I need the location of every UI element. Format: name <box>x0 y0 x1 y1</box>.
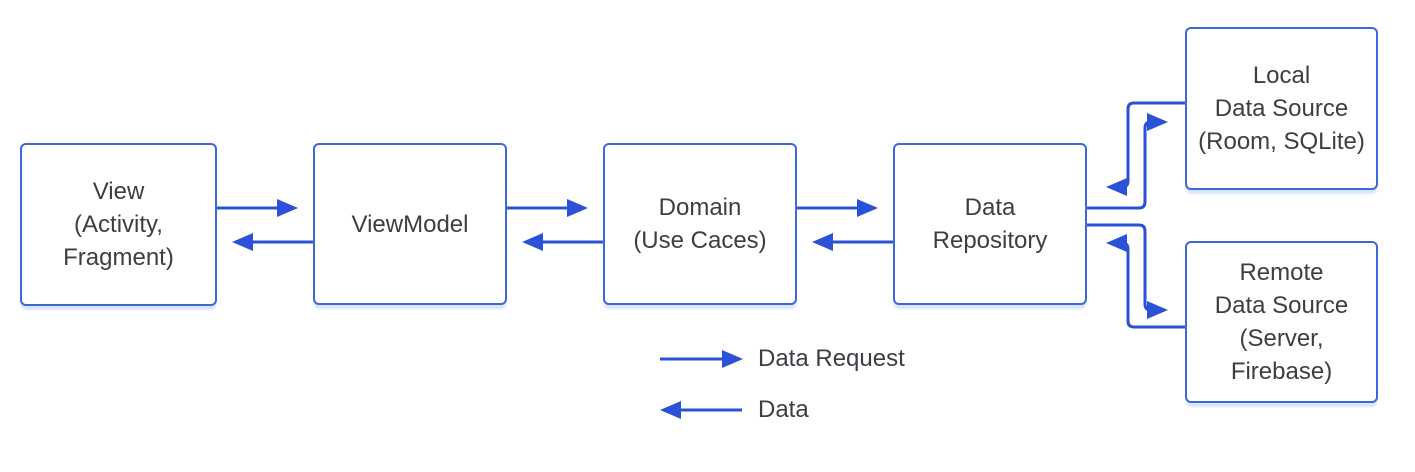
legend-request-label: Data Request <box>758 345 905 372</box>
node-domain: Domain (Use Caces) <box>603 143 797 305</box>
arrow-local-to-repository-data <box>1106 101 1185 196</box>
legend-data-label: Data <box>758 396 809 423</box>
arrow-remote-to-repository-data <box>1106 234 1185 329</box>
legend-data-arrow <box>660 401 742 419</box>
arrow-domain-to-repository-request <box>797 199 878 217</box>
arrow-domain-to-viewmodel-data <box>522 233 603 251</box>
node-viewmodel: ViewModel <box>313 143 507 305</box>
node-domain-label: Domain (Use Caces) <box>633 194 767 254</box>
node-data-repository-label: Data Repository <box>932 194 1048 254</box>
arrow-viewmodel-to-view-data <box>232 233 313 251</box>
node-remote-data-source-label: Remote Data Source (Server, Firebase) <box>1214 259 1349 385</box>
arrow-repository-to-remote-request <box>1087 223 1168 319</box>
node-local-data-source-label: Local Data Source (Room, SQLite) <box>1198 62 1365 155</box>
node-viewmodel-label: ViewModel <box>351 210 469 238</box>
node-remote-data-source: Remote Data Source (Server, Firebase) <box>1185 241 1378 403</box>
arrow-viewmodel-to-domain-request <box>507 199 588 217</box>
arrow-repository-to-local-request <box>1087 113 1168 210</box>
node-data-repository: Data Repository <box>893 143 1087 305</box>
arrow-view-to-viewmodel-request <box>217 199 298 217</box>
node-view: View (Activity, Fragment) <box>20 143 217 306</box>
legend-request-arrow <box>660 350 743 368</box>
arrow-repository-to-domain-data <box>812 233 893 251</box>
node-local-data-source: Local Data Source (Room, SQLite) <box>1185 27 1378 190</box>
node-view-label: View (Activity, Fragment) <box>63 178 174 271</box>
